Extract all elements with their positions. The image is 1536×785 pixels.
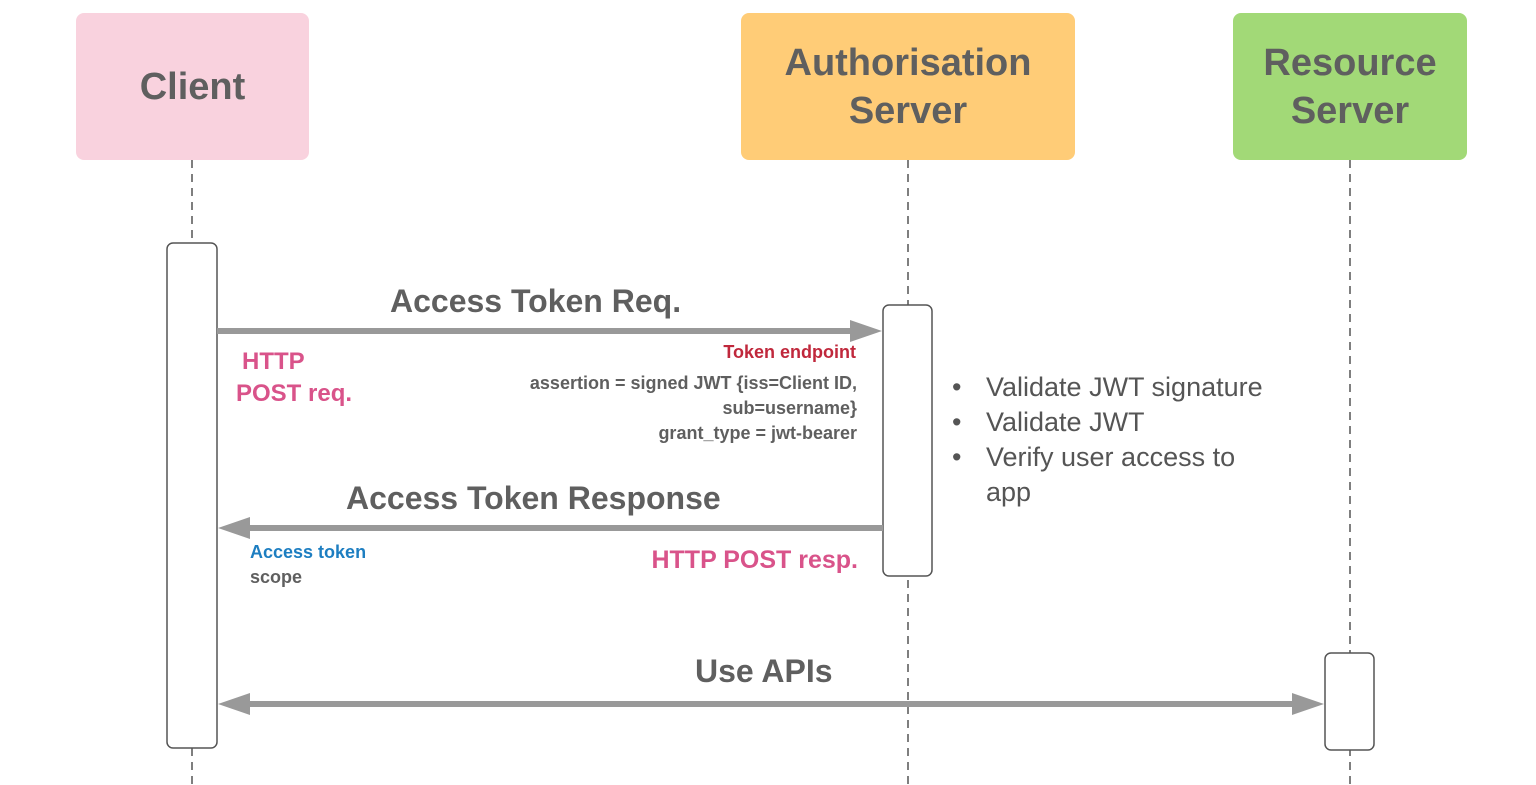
request-param-sub: sub=username} bbox=[722, 398, 857, 418]
authorisation-server-label: Authorisation Server bbox=[784, 41, 1032, 132]
response-field-scope: scope bbox=[250, 567, 303, 587]
request-param-assertion: assertion = signed JWT {iss=Client ID, bbox=[529, 373, 857, 393]
use-apis-arrowhead-left bbox=[218, 693, 250, 715]
request-params: assertion = signed JWT {iss=Client ID, s… bbox=[530, 371, 857, 446]
use-apis-arrowhead-right bbox=[1292, 693, 1324, 715]
validation-item: Validate JWT signature bbox=[950, 370, 1280, 405]
auth-server-activation-bar bbox=[882, 304, 933, 577]
request-param-grant-type: grant_type = jwt-bearer bbox=[658, 423, 857, 443]
resource-server-activation-bar bbox=[1324, 652, 1375, 751]
http-post-request-label: HTTP POST req. bbox=[236, 346, 352, 410]
resource-server-participant: Resource Server bbox=[1233, 13, 1467, 160]
auth-server-validation-list: Validate JWT signature Validate JWT Veri… bbox=[950, 370, 1280, 510]
client-participant: Client bbox=[76, 13, 309, 160]
validation-item: Verify user access to app bbox=[950, 440, 1280, 510]
http-post-request-line2: POST req. bbox=[236, 380, 353, 407]
resource-server-label: Resource Server bbox=[1263, 41, 1437, 132]
http-post-request-line1: HTTP bbox=[242, 348, 305, 375]
access-token-request-arrowhead bbox=[850, 320, 882, 342]
token-endpoint-label: Token endpoint bbox=[723, 342, 856, 362]
access-token-response-arrowhead bbox=[218, 517, 250, 539]
access-token-response-title: Access Token Response bbox=[346, 480, 721, 516]
use-apis-title: Use APIs bbox=[695, 653, 833, 689]
authorisation-server-participant: Authorisation Server bbox=[741, 13, 1075, 160]
validation-item: Validate JWT bbox=[950, 405, 1280, 440]
response-field-access-token: Access token bbox=[250, 542, 367, 562]
response-fields: Access token scope bbox=[250, 540, 366, 590]
client-activation-bar bbox=[166, 242, 218, 749]
client-label: Client bbox=[139, 65, 246, 108]
access-token-request-title: Access Token Req. bbox=[390, 283, 682, 319]
http-post-response-label: HTTP POST resp. bbox=[651, 546, 858, 574]
